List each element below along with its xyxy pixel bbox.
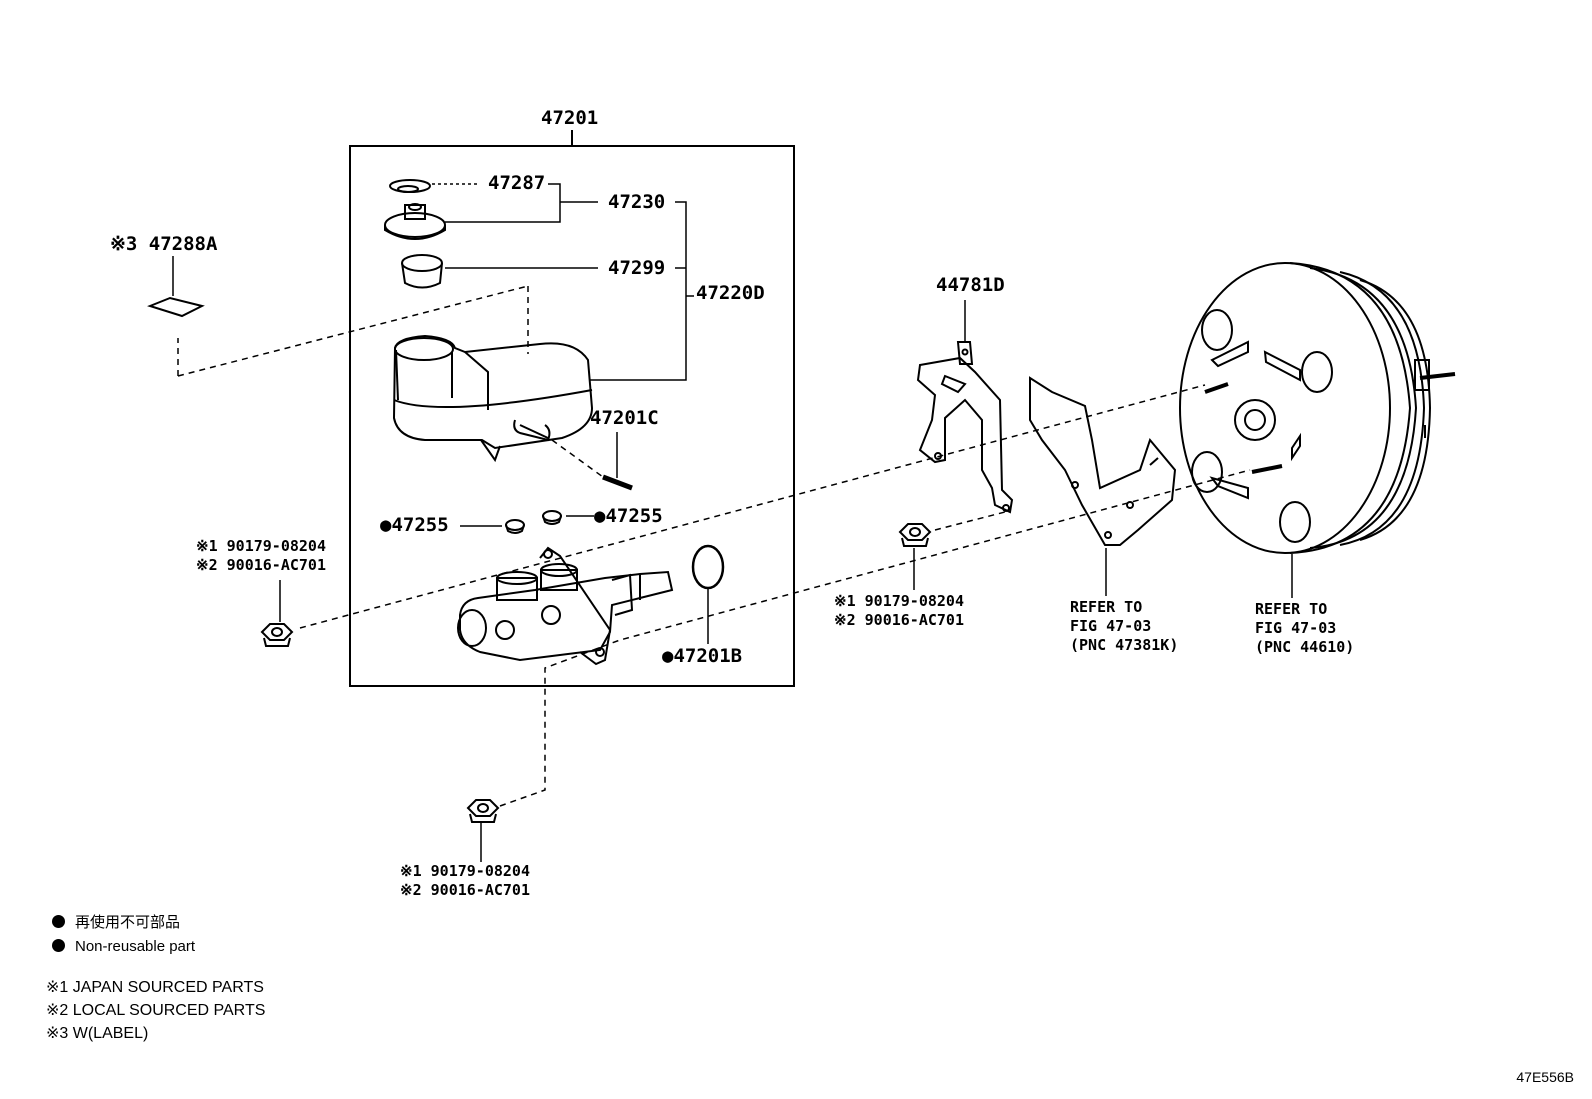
grommet-left [505, 519, 525, 534]
cap-part [384, 203, 446, 240]
grommet-left-label: ●47255 [380, 514, 449, 536]
nut-bottom-line2: ※2 90016-AC701 [400, 881, 530, 899]
notes: ※1 JAPAN SOURCED PARTS ※2 LOCAL SOURCED … [46, 976, 265, 1045]
strainer-part [401, 254, 443, 289]
legend-jp-text: 再使用不可部品 [75, 914, 181, 931]
note-1: ※1 JAPAN SOURCED PARTS [46, 979, 264, 996]
pin-part [602, 474, 633, 491]
refer-bracket-line3: (PNC 47381K) [1070, 636, 1179, 654]
legend: 再使用不可部品 Non-reusable part [52, 911, 195, 959]
bullet-icon [52, 915, 65, 928]
reservoir-sub-label: 47220D [696, 282, 765, 304]
nut-left [260, 623, 294, 647]
reservoir-part [392, 334, 594, 463]
refer-bracket-line2: FIG 47-03 [1070, 617, 1152, 635]
nut-middle-callout: ※1 90179-08204 ※2 90016-AC701 [834, 592, 964, 630]
bracket-refer-part [1029, 376, 1177, 546]
bullet-icon [52, 939, 65, 952]
assembly-box [349, 145, 795, 687]
label-part [147, 296, 205, 318]
nut-left-line2: ※2 90016-AC701 [196, 556, 326, 574]
clip-label: 47287 [488, 172, 546, 194]
master-cylinder-part [457, 546, 674, 666]
refer-bracket-callout: REFER TO FIG 47-03 (PNC 47381K) [1070, 598, 1178, 655]
legend-row-jp: 再使用不可部品 [52, 911, 195, 935]
oring-label: ●47201B [662, 645, 743, 667]
refer-booster-line1: REFER TO [1255, 600, 1328, 618]
nut-left-line1: ※1 90179-08204 [196, 537, 326, 555]
legend-en-text: Non-reusable part [75, 938, 196, 955]
nut-left-callout: ※1 90179-08204 ※2 90016-AC701 [196, 537, 326, 575]
strainer-label: 47299 [608, 257, 666, 279]
label-part-label: ※3 47288A [110, 233, 218, 255]
bracket-part [916, 341, 1014, 514]
refer-booster-callout: REFER TO FIG 47-03 (PNC 44610) [1255, 600, 1354, 657]
note-3: ※3 W(LABEL) [46, 1025, 149, 1042]
note-2: ※2 LOCAL SOURCED PARTS [46, 1002, 266, 1019]
cap-sub-label: 47230 [608, 191, 666, 213]
nut-middle-line1: ※1 90179-08204 [834, 592, 964, 610]
refer-bracket-line1: REFER TO [1070, 598, 1143, 616]
clip-part [389, 179, 431, 193]
bracket-label: 44781D [936, 274, 1005, 296]
nut-bottom-callout: ※1 90179-08204 ※2 90016-AC701 [400, 862, 530, 900]
legend-row-en: Non-reusable part [52, 935, 195, 959]
nut-bottom [466, 799, 500, 823]
grommet-right [542, 510, 562, 525]
assembly-label: 47201 [541, 107, 599, 129]
figure-id: 47E556B [1516, 1069, 1574, 1085]
refer-booster-line3: (PNC 44610) [1255, 638, 1355, 656]
brake-booster-part [1179, 262, 1456, 554]
grommet-right-label: ●47255 [594, 505, 663, 527]
nut-middle-line2: ※2 90016-AC701 [834, 611, 964, 629]
pin-label: 47201C [590, 407, 659, 429]
nut-bottom-line1: ※1 90179-08204 [400, 862, 530, 880]
oring-part [691, 544, 725, 590]
nut-middle [898, 523, 932, 547]
refer-booster-line2: FIG 47-03 [1255, 619, 1337, 637]
